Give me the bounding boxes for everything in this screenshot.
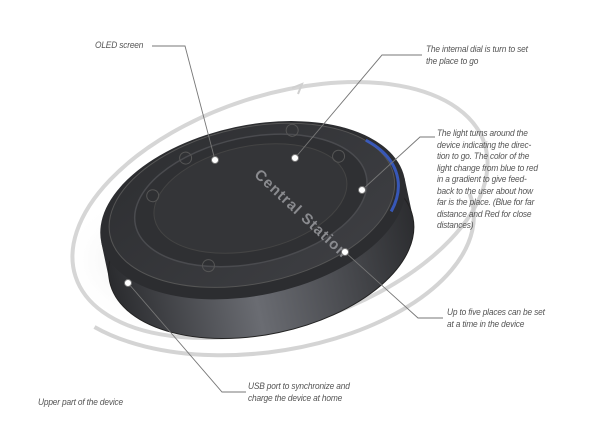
- direction-light: [365, 138, 400, 213]
- callout-line: in a gradient to give feed-: [437, 174, 527, 185]
- callout-line: far is the place. (Blue for far: [437, 197, 535, 208]
- callout-line: charge the device at home: [248, 392, 343, 404]
- callout-direction-light: The light turns around the device indica…: [437, 128, 538, 232]
- rotation-arrow-icon: [291, 82, 304, 95]
- callout-oled-screen: OLED screen: [95, 40, 144, 51]
- leader-lines: [124, 45, 443, 393]
- callout-usb-port: USB port to synchronize and charge the d…: [248, 381, 350, 404]
- device-body: Central Station: [100, 121, 415, 340]
- callout-line: at a time in the device: [447, 318, 525, 330]
- figure-caption: Upper part of the device: [38, 397, 124, 408]
- callout-five-places: Up to five places can be set at a time i…: [447, 307, 545, 330]
- callout-internal-dial: The internal dial is turn to set the pla…: [426, 44, 528, 67]
- callout-line: USB port to synchronize and: [248, 381, 350, 392]
- callout-line: light change from blue to red: [437, 162, 538, 174]
- callout-line: the place to go: [426, 55, 479, 67]
- callout-line: The light turns around the: [437, 128, 528, 139]
- callout-line: The internal dial is turn to set: [426, 44, 528, 55]
- callout-line: back to the user about how: [437, 185, 533, 197]
- callout-line: Up to five places can be set: [447, 307, 545, 318]
- callout-line: device indicating the direc-: [437, 139, 532, 151]
- callout-line: tion to go. The color of the: [437, 151, 530, 162]
- callout-line: distance and Red for close: [437, 208, 532, 220]
- callout-line: distances): [437, 220, 474, 231]
